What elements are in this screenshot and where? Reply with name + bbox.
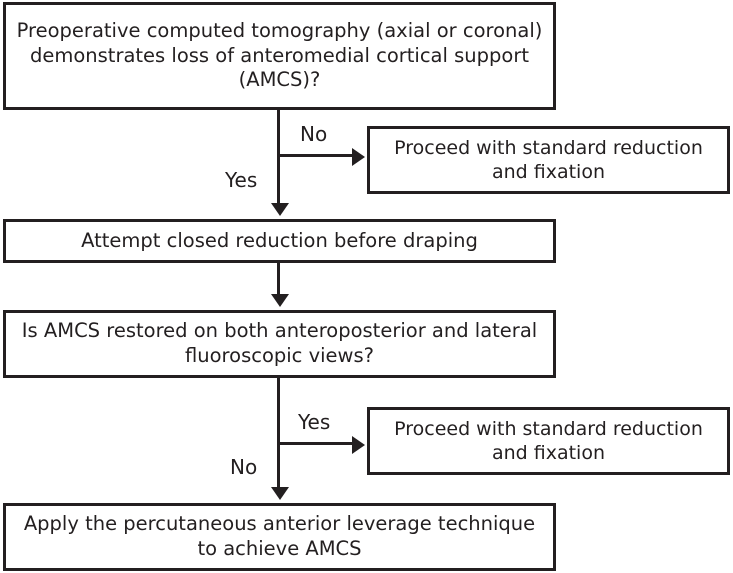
node-amcs-question: Is AMCS restored on both anteroposterior… (3, 310, 556, 378)
node-closed-reduction-label: Attempt closed reduction before draping (81, 228, 478, 252)
node-ct-question-label: Preoperative computed tomography (axial … (16, 18, 543, 92)
connector-amcs-yes-line (277, 442, 354, 445)
node-closed-reduction: Attempt closed reduction before draping (3, 219, 556, 263)
edge-label-ct-no: No (300, 122, 328, 146)
connector-closed-reduction-arrowhead (271, 294, 289, 307)
node-standard-fixation-2-label: Proceed with standard reduction and fixa… (394, 417, 703, 464)
connector-ct-yes-arrowhead (271, 203, 289, 216)
edge-label-ct-yes: Yes (225, 168, 258, 192)
connector-amcs-yes-arrowhead (352, 436, 365, 454)
connector-closed-reduction-line (277, 263, 280, 297)
node-leverage-technique: Apply the percutaneous anterior leverage… (3, 503, 556, 571)
edge-label-amcs-yes: Yes (298, 410, 331, 434)
node-amcs-question-label: Is AMCS restored on both anteroposterior… (21, 319, 538, 367)
connector-amcs-no-arrowhead (271, 487, 289, 500)
connector-ct-no-line (277, 154, 354, 157)
node-standard-fixation-2: Proceed with standard reduction and fixa… (367, 407, 730, 475)
connector-ct-yes-line (277, 110, 280, 207)
node-ct-question: Preoperative computed tomography (axial … (3, 2, 556, 110)
node-standard-fixation-1-label: Proceed with standard reduction and fixa… (394, 136, 703, 183)
node-standard-fixation-1: Proceed with standard reduction and fixa… (367, 126, 730, 194)
edge-label-amcs-no: No (230, 455, 258, 479)
node-leverage-technique-label: Apply the percutaneous anterior leverage… (23, 512, 536, 560)
connector-amcs-no-line (277, 378, 280, 491)
connector-ct-no-arrowhead (352, 148, 365, 166)
